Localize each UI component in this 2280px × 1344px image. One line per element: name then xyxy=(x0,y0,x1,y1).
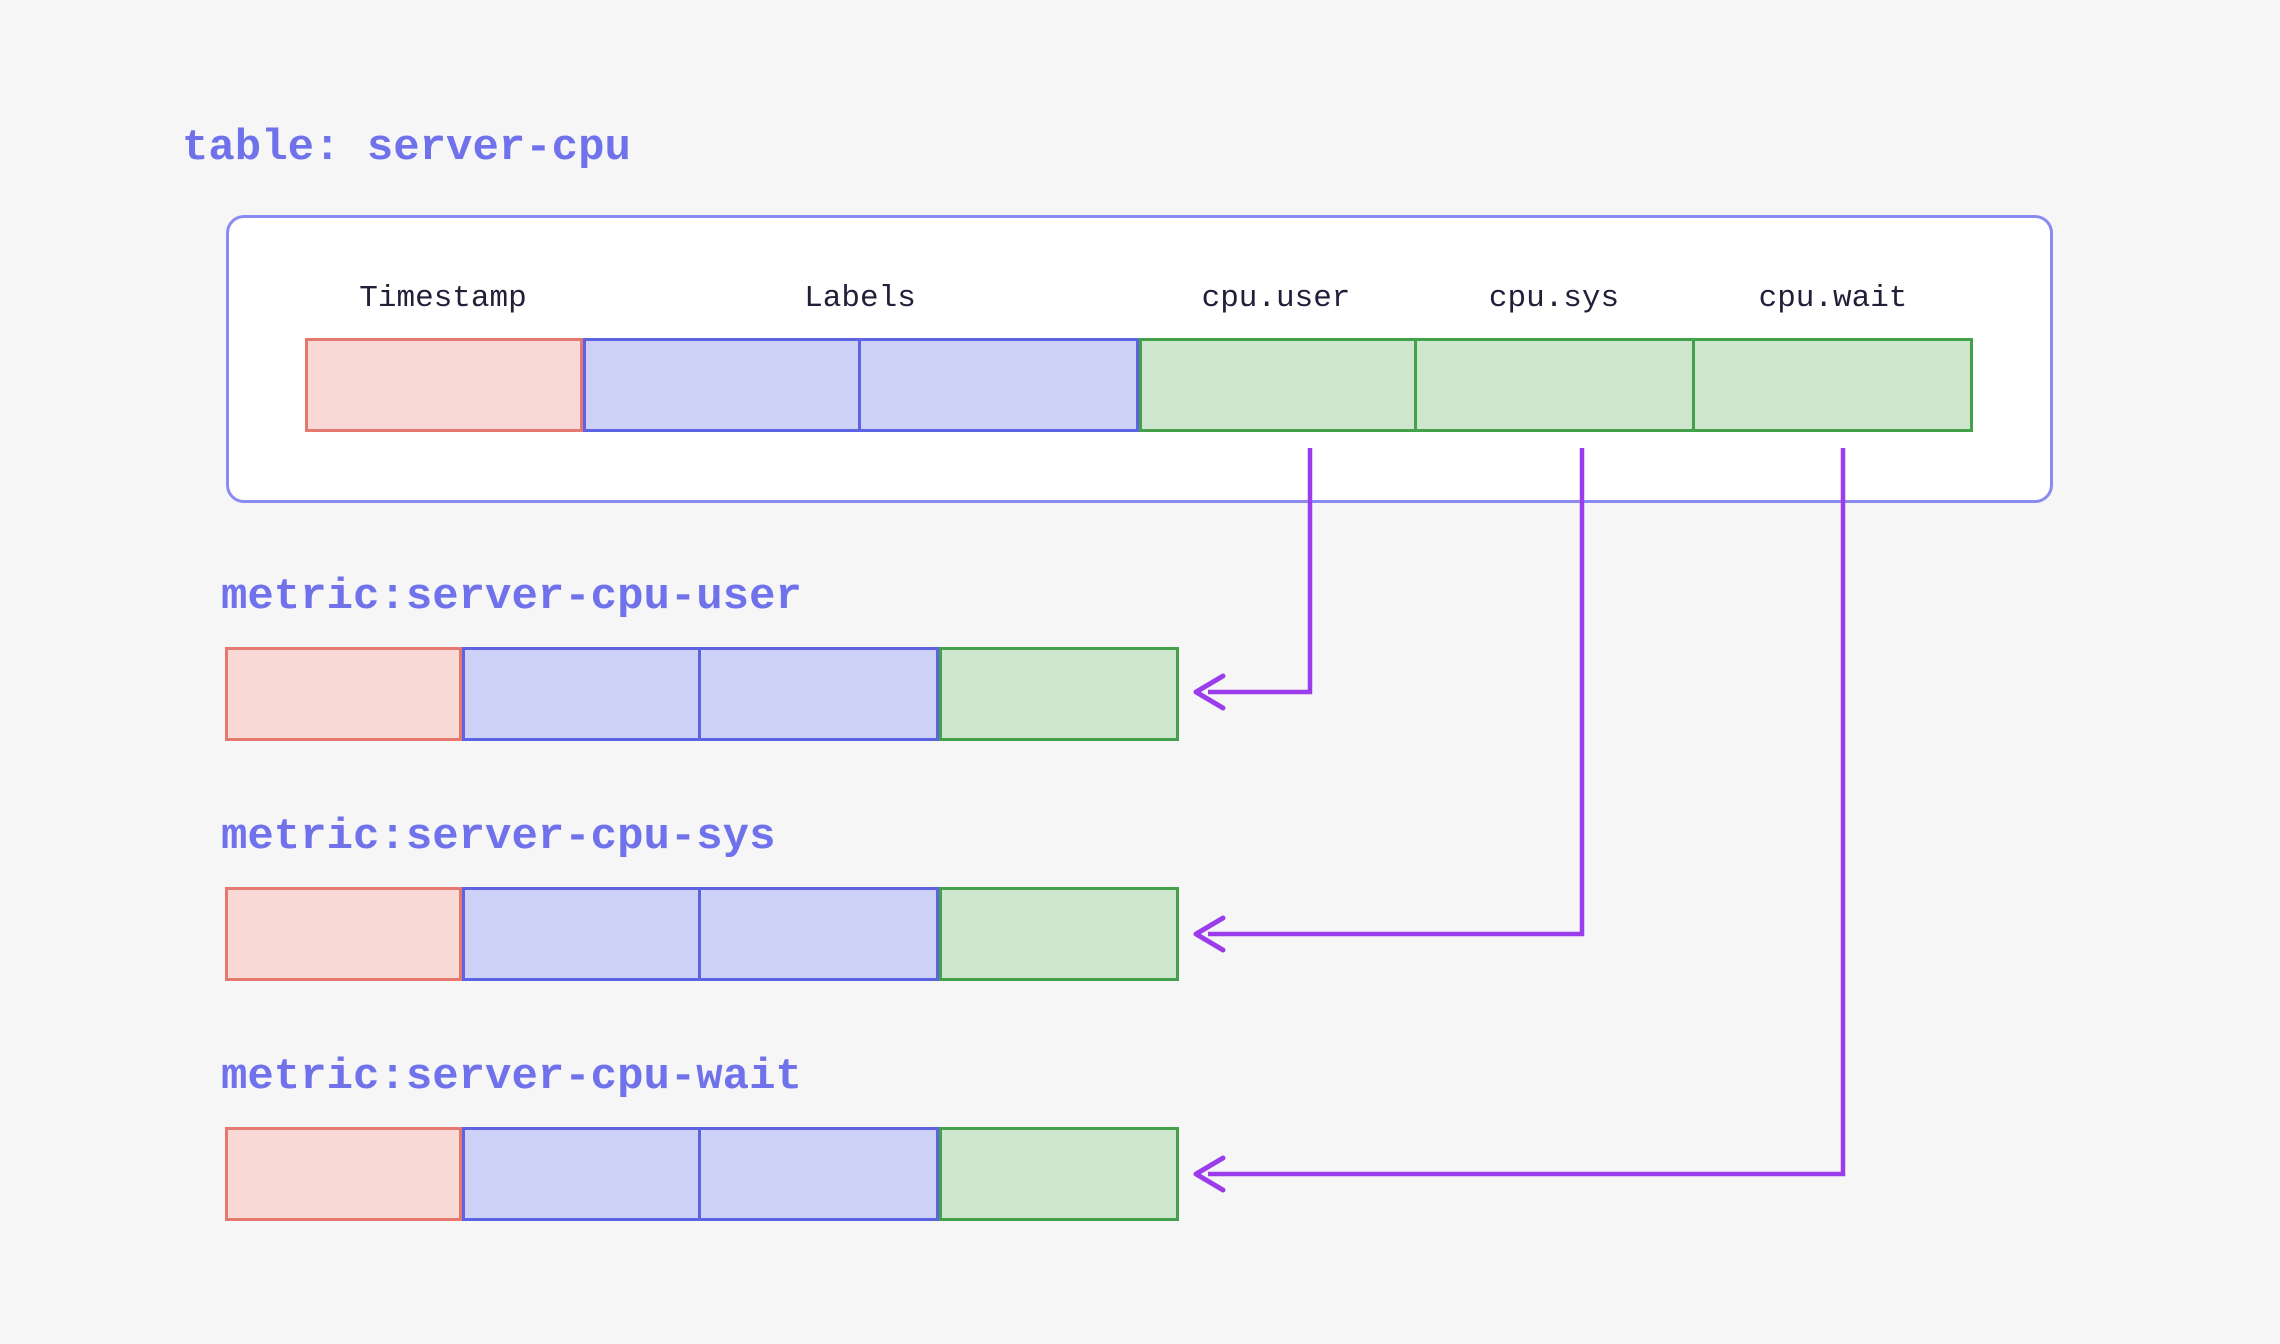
labels-cell xyxy=(698,647,939,741)
labels-cell xyxy=(698,887,939,981)
metric-row-cpu-wait xyxy=(225,1127,1179,1221)
cpu-sys-arrow-icon xyxy=(1193,448,1585,953)
table-title: table: server-cpu xyxy=(182,123,631,173)
metric-row-cpu-sys xyxy=(225,887,1179,981)
labels-cell xyxy=(583,338,861,432)
labels-cell xyxy=(462,1127,701,1221)
timestamp-cell xyxy=(225,1127,462,1221)
labels-cell xyxy=(698,1127,939,1221)
column-header-cpu-sys: cpu.sys xyxy=(1488,281,1620,316)
labels-cell xyxy=(858,338,1139,432)
timestamp-cell xyxy=(225,887,462,981)
column-header-cpu-user: cpu.user xyxy=(1201,281,1351,316)
metric-label-cpu-wait: metric:server-cpu-wait xyxy=(221,1052,802,1102)
field-cell xyxy=(939,1127,1179,1221)
field-cell-cpu-user xyxy=(1139,338,1417,432)
metric-label-cpu-user: metric:server-cpu-user xyxy=(221,572,802,622)
timestamp-cell xyxy=(305,338,583,432)
column-header-timestamp: Timestamp xyxy=(359,281,527,316)
column-header-cpu-wait: cpu.wait xyxy=(1758,281,1908,316)
labels-cell xyxy=(462,887,701,981)
field-cell xyxy=(939,887,1179,981)
metric-row-cpu-user xyxy=(225,647,1179,741)
metric-label-cpu-sys: metric:server-cpu-sys xyxy=(221,812,776,862)
field-cell-cpu-sys xyxy=(1414,338,1695,432)
column-header-labels: Labels xyxy=(804,281,916,316)
field-cell-cpu-wait xyxy=(1692,338,1973,432)
timestamp-cell xyxy=(225,647,462,741)
cpu-wait-arrow-icon xyxy=(1193,448,1846,1193)
labels-cell xyxy=(462,647,701,741)
field-cell xyxy=(939,647,1179,741)
table-row xyxy=(305,338,1973,432)
